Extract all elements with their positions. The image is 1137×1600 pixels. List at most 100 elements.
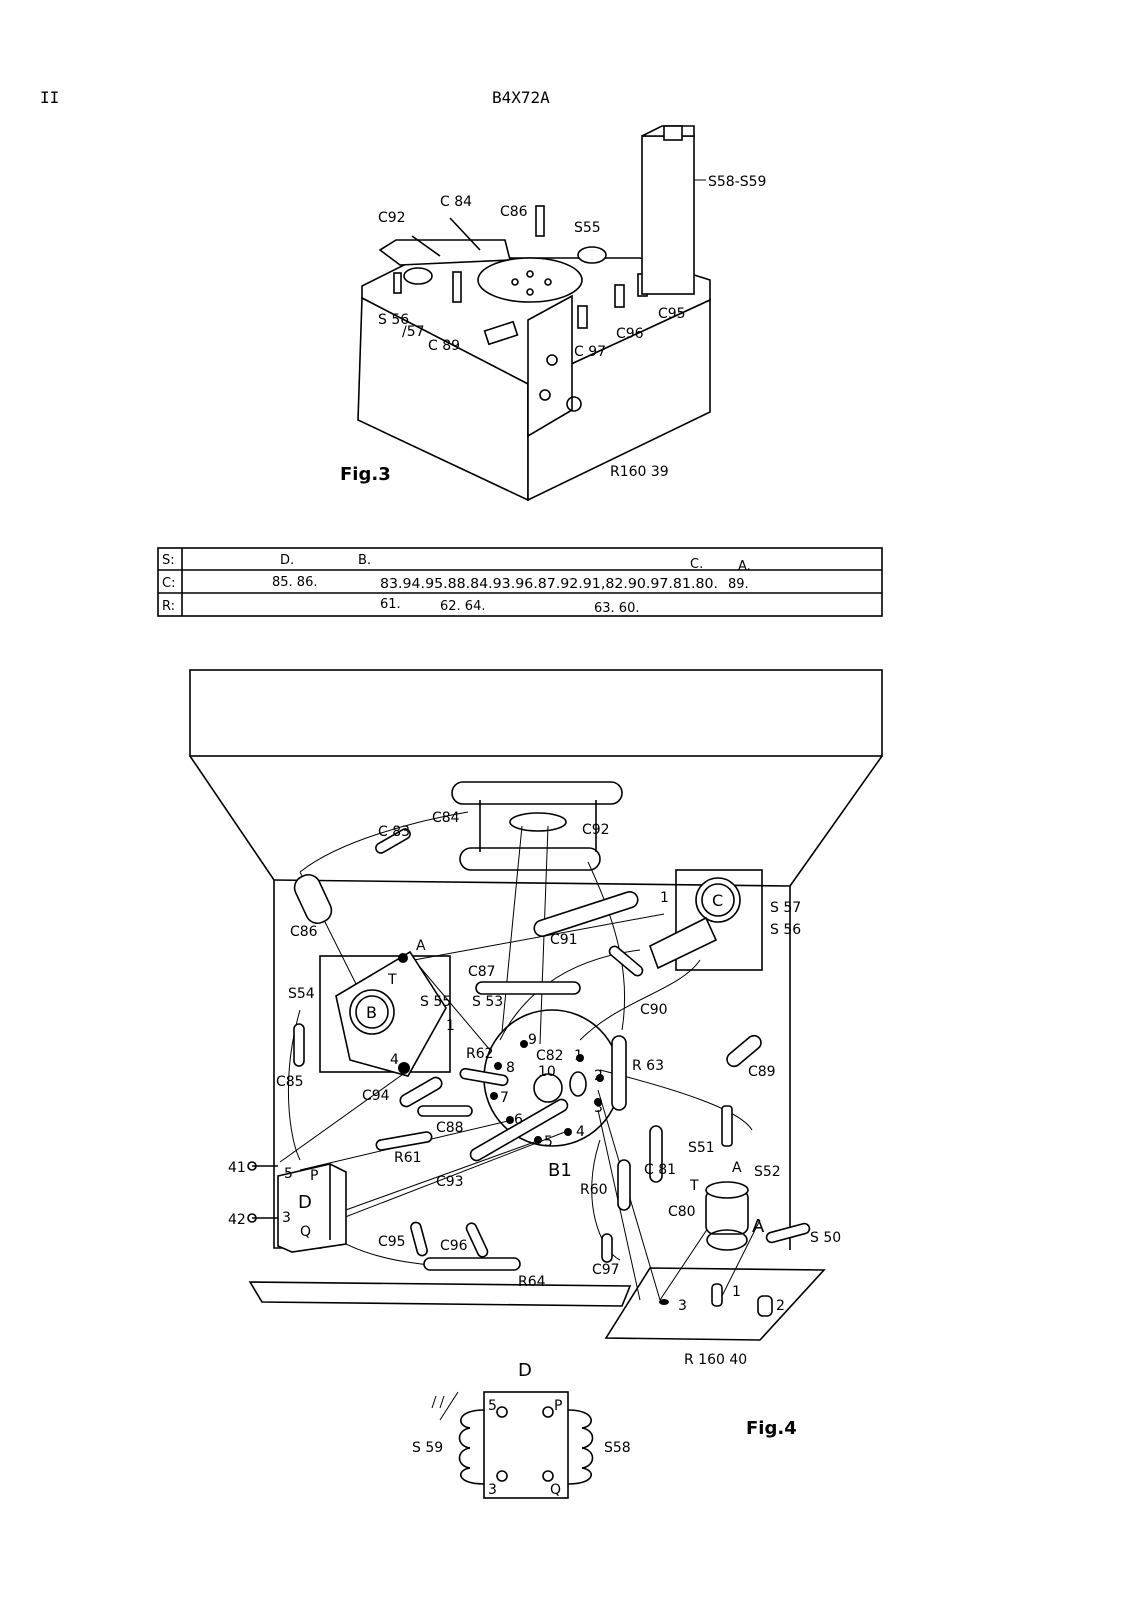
- label-r64: R64: [518, 1274, 546, 1290]
- label-s55: S 55: [420, 994, 451, 1010]
- table-s-a: A.: [738, 559, 751, 574]
- label-c91: C91: [550, 932, 578, 948]
- detail-d-pin3: 3: [488, 1482, 497, 1498]
- fig3-caption: Fig.3: [340, 464, 391, 485]
- pin-8: 8: [506, 1060, 515, 1076]
- label-c83: C 83: [378, 824, 410, 840]
- terminal-41: 41: [228, 1160, 246, 1176]
- pin-7: 7: [500, 1090, 509, 1106]
- label-d-5: 5: [284, 1166, 293, 1182]
- table-s-c: C.: [690, 557, 703, 572]
- label-c81: C 81: [644, 1162, 676, 1178]
- label-c85: C85: [276, 1074, 304, 1090]
- label-c: C: [712, 891, 723, 910]
- pin-3: 3: [594, 1100, 603, 1116]
- label-c95: C95: [378, 1234, 406, 1250]
- table-c-b: 83.94.95.88.84.93.96.87.92.91,82.90.97.8…: [380, 577, 718, 592]
- label-s56: S 56: [378, 312, 409, 328]
- table-s-b: B.: [358, 553, 371, 568]
- detail-d-pin5: 5: [488, 1398, 497, 1414]
- pin-10: 10: [538, 1064, 556, 1080]
- pin-1: 1: [574, 1048, 583, 1064]
- label-s54: S54: [288, 986, 315, 1002]
- table-row-s-key: S:: [162, 553, 175, 568]
- pin-6: 6: [514, 1112, 523, 1128]
- label-s51: S51: [688, 1140, 715, 1156]
- label-c95: C95: [658, 306, 686, 322]
- label-t-a: T: [689, 1178, 699, 1194]
- terminal-42: 42: [228, 1212, 246, 1228]
- label-c92: C92: [378, 210, 406, 226]
- label-s55: S55: [574, 220, 601, 236]
- label-d-transformer: D: [298, 1192, 312, 1213]
- detail-d-pinp: P: [554, 1398, 562, 1414]
- label-b-pin4: 4: [390, 1052, 399, 1068]
- label-s50: S 50: [810, 1230, 841, 1246]
- label-t-b: T: [387, 972, 397, 988]
- label-d-3: 3: [282, 1210, 291, 1226]
- label-c80: C80: [668, 1204, 696, 1220]
- label-d-q: Q: [300, 1224, 311, 1240]
- label-c92: C92: [582, 822, 610, 838]
- label-coil-a: A: [752, 1216, 765, 1237]
- table-r-c: 63. 60.: [594, 601, 639, 616]
- label-r60: R60: [580, 1182, 608, 1198]
- document-code: B4X72A: [492, 88, 550, 107]
- label-c89: C 89: [428, 338, 460, 354]
- label-c82: C82: [536, 1048, 564, 1064]
- pin-2: 2: [594, 1068, 603, 1084]
- fig4-chassis: [189, 669, 883, 1341]
- label-c89: C89: [748, 1064, 776, 1080]
- fig4-caption: Fig.4: [746, 1418, 797, 1439]
- label-c86: C86: [500, 204, 528, 220]
- table-s-d: D.: [280, 553, 294, 568]
- pin-9: 9: [528, 1032, 537, 1048]
- label-c97: C 97: [574, 344, 606, 360]
- detail-d-s59: S 59: [412, 1440, 443, 1456]
- table-c-d: 85. 86.: [272, 575, 317, 590]
- label-c88: C88: [436, 1120, 464, 1136]
- label-b-pin1: 1: [446, 1018, 455, 1034]
- label-c87: C87: [468, 964, 496, 980]
- label-s58-s59: S58-S59: [708, 174, 766, 190]
- label-a-pin: A: [416, 938, 426, 954]
- label-c86: C86: [290, 924, 318, 940]
- detail-d-title: D: [518, 1360, 532, 1381]
- label-c94: C94: [362, 1088, 390, 1104]
- label-s56: S 56: [770, 922, 801, 938]
- label-c-pin1: 1: [660, 890, 669, 906]
- detail-d-pinq: Q: [550, 1482, 561, 1498]
- label-r63: R 63: [632, 1058, 664, 1074]
- label-c96: C96: [440, 1238, 468, 1254]
- detail-d-transformer: [431, 1391, 594, 1499]
- fig3-chassis: [357, 125, 711, 502]
- label-coil-a-top: A: [732, 1160, 742, 1176]
- table-row-r-key: R:: [162, 599, 175, 614]
- label-b1: B1: [548, 1160, 572, 1181]
- label-c84: C 84: [440, 194, 472, 210]
- lug-3: 3: [678, 1298, 687, 1314]
- label-c97: C97: [592, 1262, 620, 1278]
- label-c84: C84: [432, 810, 460, 826]
- label-s57: S 57: [770, 900, 801, 916]
- table-c-a: 89.: [728, 577, 749, 592]
- label-s53: S 53: [472, 994, 503, 1010]
- label-b: B: [366, 1003, 377, 1022]
- table-r-b1: 61.: [380, 597, 401, 612]
- fig3-ref: R160 39: [610, 464, 669, 480]
- label-c90: C90: [640, 1002, 668, 1018]
- table-r-b2: 62. 64.: [440, 599, 485, 614]
- label-d-p: P: [310, 1168, 318, 1184]
- fig4-ref: R 160 40: [684, 1352, 747, 1368]
- table-row-c-key: C:: [162, 576, 175, 591]
- detail-d-s58: S58: [604, 1440, 631, 1456]
- label-c96: C96: [616, 326, 644, 342]
- label-s57: /57: [402, 324, 425, 340]
- pin-4: 4: [576, 1124, 585, 1140]
- pin-5: 5: [544, 1134, 553, 1150]
- component-table: [157, 547, 883, 617]
- lug-1: 1: [732, 1284, 741, 1300]
- label-r61: R61: [394, 1150, 422, 1166]
- label-c93: C93: [436, 1174, 464, 1190]
